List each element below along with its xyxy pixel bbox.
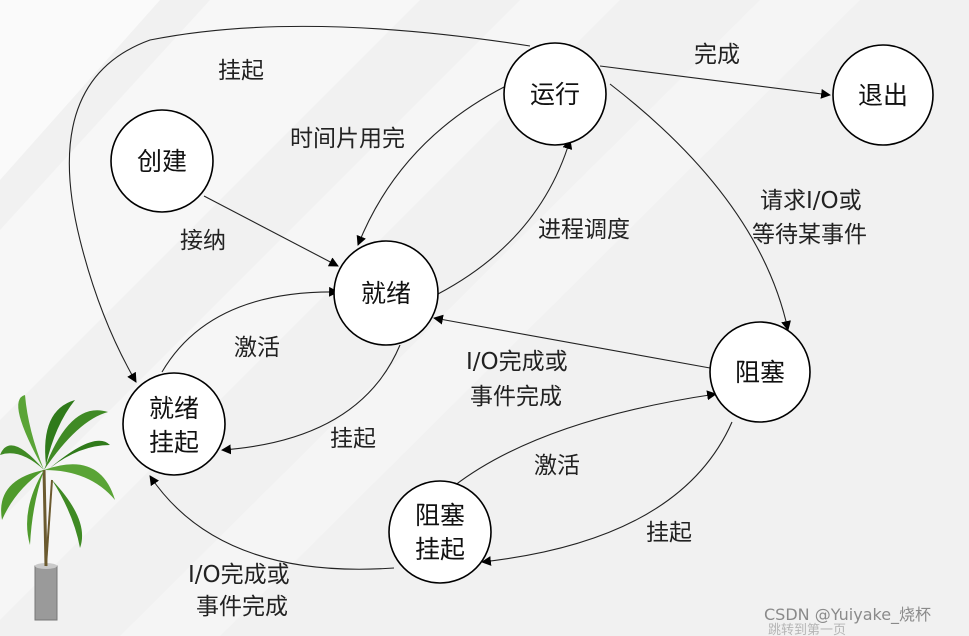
label-wait-line1: 请求I/O或: [760, 188, 862, 214]
edge-wait: [609, 83, 791, 331]
edge-complete: [599, 65, 831, 99]
label-admit: 接纳: [180, 228, 226, 254]
state-blocked-suspended-line2: 挂起: [415, 535, 465, 564]
state-ready-suspended-line1: 就绪: [149, 394, 199, 423]
state-create-label: 创建: [137, 147, 187, 176]
edge-admit: [203, 195, 339, 267]
label-suspend-ready: 挂起: [330, 426, 376, 452]
state-exit-label: 退出: [858, 81, 908, 110]
state-blocked-suspended: 阻塞 挂起: [388, 480, 492, 584]
label-complete: 完成: [694, 42, 740, 68]
edge-timeout: [356, 85, 507, 246]
label-wait-line2: 等待某事件: [752, 222, 867, 248]
state-running-label: 运行: [530, 80, 580, 109]
watermark-footer: 跳转到第一页: [768, 623, 846, 636]
edge-dispatch: [437, 139, 573, 295]
edge-event-occurs: [433, 314, 711, 369]
watermark-credit: CSDN @Yuiyake_烧杯: [764, 605, 931, 625]
state-ready-suspended-line2: 挂起: [149, 428, 199, 457]
state-blocked-suspended-line1: 阻塞: [415, 501, 465, 530]
edge-event-occurs-suspended: [149, 475, 395, 570]
potted-palm-plant-icon: [0, 395, 115, 621]
label-activate-ready: 激活: [234, 335, 280, 361]
label-activate-blocked: 激活: [534, 453, 580, 479]
label-event-occurs-suspended-line1: I/O完成或: [188, 562, 290, 588]
label-dispatch: 进程调度: [538, 217, 630, 243]
label-event-occurs-line2: 事件完成: [470, 384, 562, 410]
state-ready-label: 就绪: [361, 279, 411, 308]
label-timeout: 时间片用完: [290, 126, 405, 152]
label-event-occurs-suspended-line2: 事件完成: [196, 594, 288, 620]
label-suspend-blocked: 挂起: [646, 520, 692, 546]
state-ready: 就绪: [333, 240, 439, 346]
state-running: 运行: [503, 42, 607, 146]
label-suspend-running: 挂起: [218, 58, 264, 84]
state-ready-suspended: 就绪 挂起: [122, 372, 226, 476]
edge-suspend-ready: [221, 344, 401, 455]
edge-suspend-running: [68, 25, 531, 383]
state-create: 创建: [110, 109, 214, 213]
edge-suspend-blocked: [481, 421, 733, 566]
state-blocked: 阻塞: [709, 321, 811, 423]
state-exit: 退出: [832, 44, 934, 146]
edge-activate-ready: [161, 286, 339, 373]
edge-activate-blocked: [453, 390, 717, 487]
label-event-occurs-line1: I/O完成或: [466, 349, 568, 375]
state-blocked-label: 阻塞: [735, 358, 785, 387]
